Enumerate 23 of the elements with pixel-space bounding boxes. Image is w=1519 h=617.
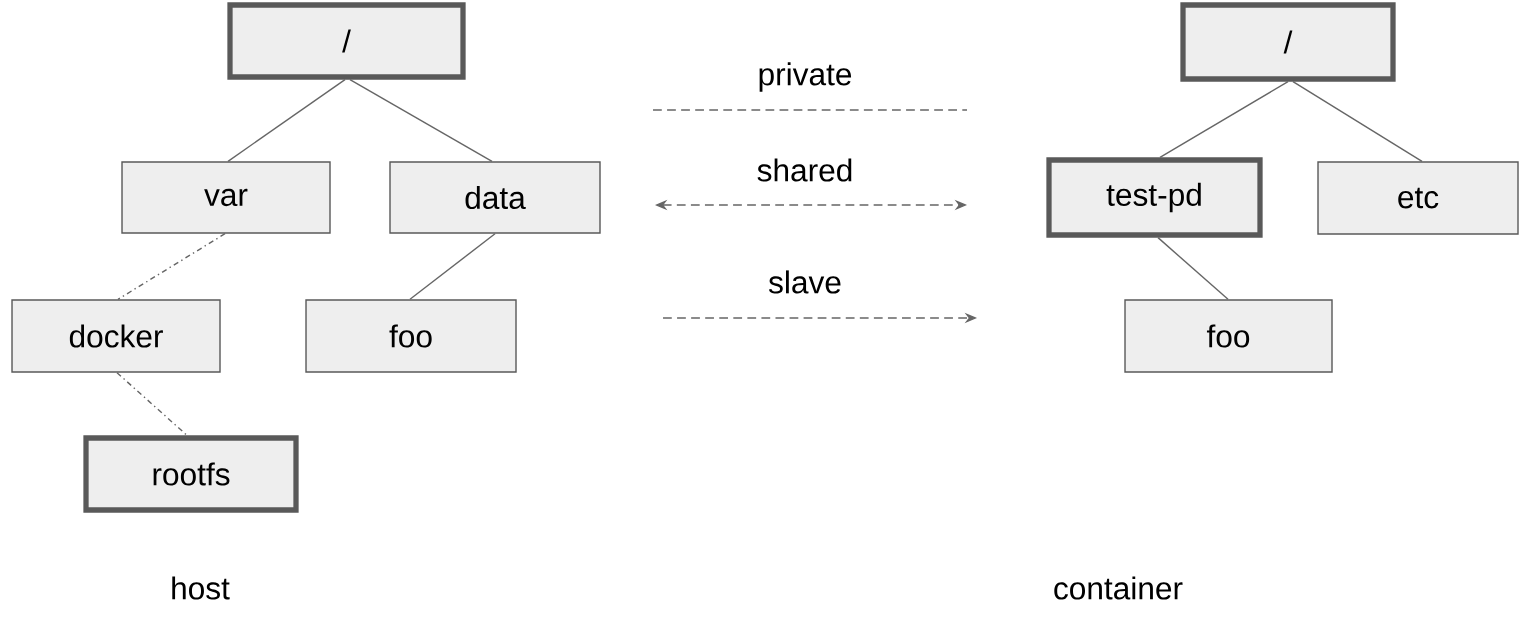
tree-line bbox=[117, 233, 226, 300]
caption-text: container bbox=[1054, 576, 1183, 600]
tree-line bbox=[227, 78, 346, 162]
tree-line bbox=[116, 372, 188, 437]
legend-text: private bbox=[759, 62, 852, 92]
tree-line bbox=[1159, 80, 1289, 159]
legend-text: slave bbox=[768, 270, 841, 294]
folder-box: foo bbox=[1124, 299, 1333, 373]
folder-box: docker bbox=[11, 299, 221, 373]
legend-text: shared bbox=[757, 158, 852, 182]
tree-line bbox=[1292, 80, 1423, 162]
folder-box: etc bbox=[1317, 161, 1519, 235]
folder-box: foo bbox=[305, 299, 517, 373]
tree-line bbox=[1157, 236, 1229, 300]
folder-box: rootfs bbox=[83, 435, 299, 513]
folder-box: test-pd bbox=[1046, 157, 1263, 238]
folder-box: / bbox=[1180, 2, 1396, 82]
caption-text: host bbox=[172, 576, 230, 600]
folder-box: / bbox=[227, 2, 466, 80]
tree-line bbox=[349, 78, 493, 162]
tree-line bbox=[409, 233, 496, 300]
folder-box: data bbox=[389, 161, 601, 234]
folder-box: var bbox=[121, 161, 331, 234]
